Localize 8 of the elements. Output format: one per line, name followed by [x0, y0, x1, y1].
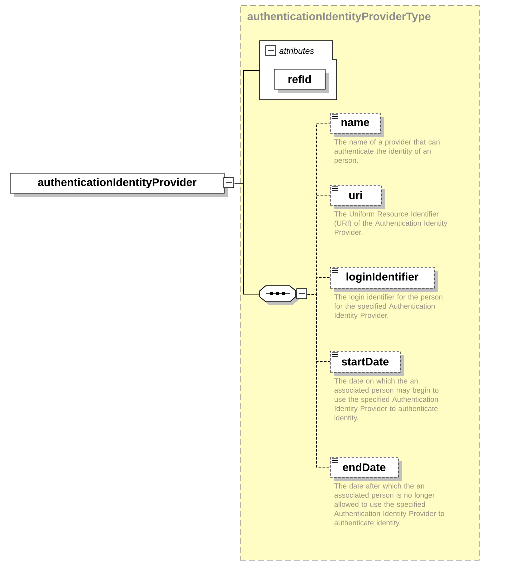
element-box: authenticationIdentityProvider [10, 173, 228, 197]
connector-line [234, 183, 260, 295]
attribute-box: refId [274, 69, 329, 93]
element-box: name [330, 113, 384, 137]
element-box: endDate [330, 457, 402, 481]
element-box: uri [330, 185, 385, 209]
connector-line [307, 294, 330, 468]
element-box: startDate [330, 351, 404, 376]
